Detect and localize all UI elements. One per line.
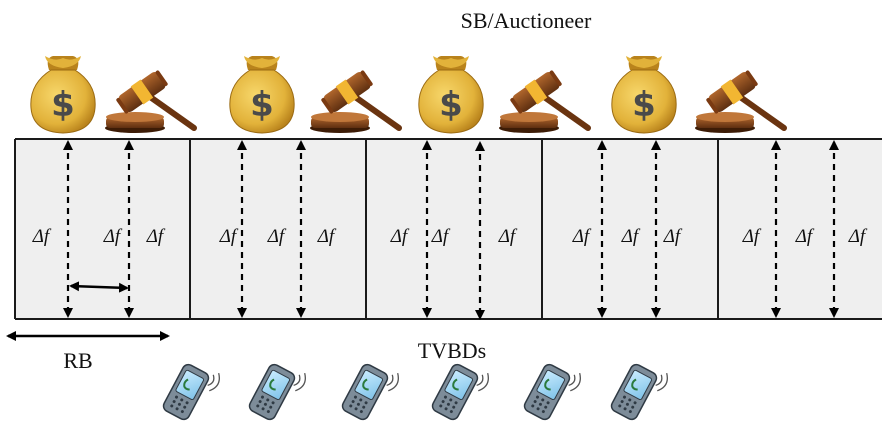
delta-f-label: Δf — [848, 226, 868, 247]
svg-text:$: $ — [250, 85, 274, 125]
mobile-phone-icon — [610, 363, 668, 421]
delta-f-label: Δf — [498, 226, 518, 247]
resource-block: Δf Δf Δf — [219, 140, 337, 318]
mobile-phone-icon — [431, 363, 489, 421]
mobile-phone-icon — [162, 363, 220, 421]
resource-block: Δf Δf Δf — [32, 140, 166, 318]
tvbds-label: TVBDs — [418, 338, 486, 363]
money-bag-icon: $ — [611, 56, 677, 134]
delta-f-label: Δf — [317, 226, 337, 247]
delta-f-label: Δf — [103, 226, 123, 247]
auction-icons-row: $ $ $ $ — [30, 56, 787, 134]
auctioneer-label: SB/Auctioneer — [461, 8, 592, 33]
gavel-icon — [695, 70, 787, 133]
tvbd-devices-row — [162, 363, 668, 421]
money-bag-icon: $ — [229, 56, 295, 134]
money-bag-icon: $ — [30, 56, 96, 134]
resource-block: Δf Δf Δf — [390, 140, 518, 320]
delta-f-label: Δf — [663, 226, 683, 247]
delta-f-label: Δf — [431, 226, 451, 247]
delta-f-label: Δf — [146, 226, 166, 247]
spectrum-band: Δf Δf Δf Δf Δf Δf Δf Δf Δf Δf Δf Δf Δf Δf Δf — [14, 138, 882, 320]
svg-text:$: $ — [51, 85, 75, 125]
mobile-phone-icon — [523, 363, 581, 421]
subcarrier-spacing-arrow — [69, 281, 129, 293]
delta-f-label: Δf — [219, 226, 239, 247]
band-background — [15, 139, 882, 319]
gavel-icon — [499, 70, 591, 133]
delta-f-label: Δf — [267, 226, 287, 247]
money-bag-icon: $ — [418, 56, 484, 134]
gavel-icon — [310, 70, 402, 133]
svg-text:$: $ — [439, 85, 463, 125]
rb-label: RB — [63, 348, 92, 373]
mobile-phone-icon — [341, 363, 399, 421]
gavel-icon — [105, 70, 197, 133]
delta-f-label: Δf — [795, 226, 815, 247]
delta-f-label: Δf — [572, 226, 592, 247]
resource-block: Δf Δf Δf — [742, 140, 868, 318]
svg-text:$: $ — [632, 85, 656, 125]
delta-f-label: Δf — [32, 226, 52, 247]
delta-f-label: Δf — [742, 226, 762, 247]
delta-f-label: Δf — [621, 226, 641, 247]
delta-f-label: Δf — [390, 226, 410, 247]
resource-block: Δf Δf Δf — [572, 140, 683, 318]
mobile-phone-icon — [248, 363, 306, 421]
